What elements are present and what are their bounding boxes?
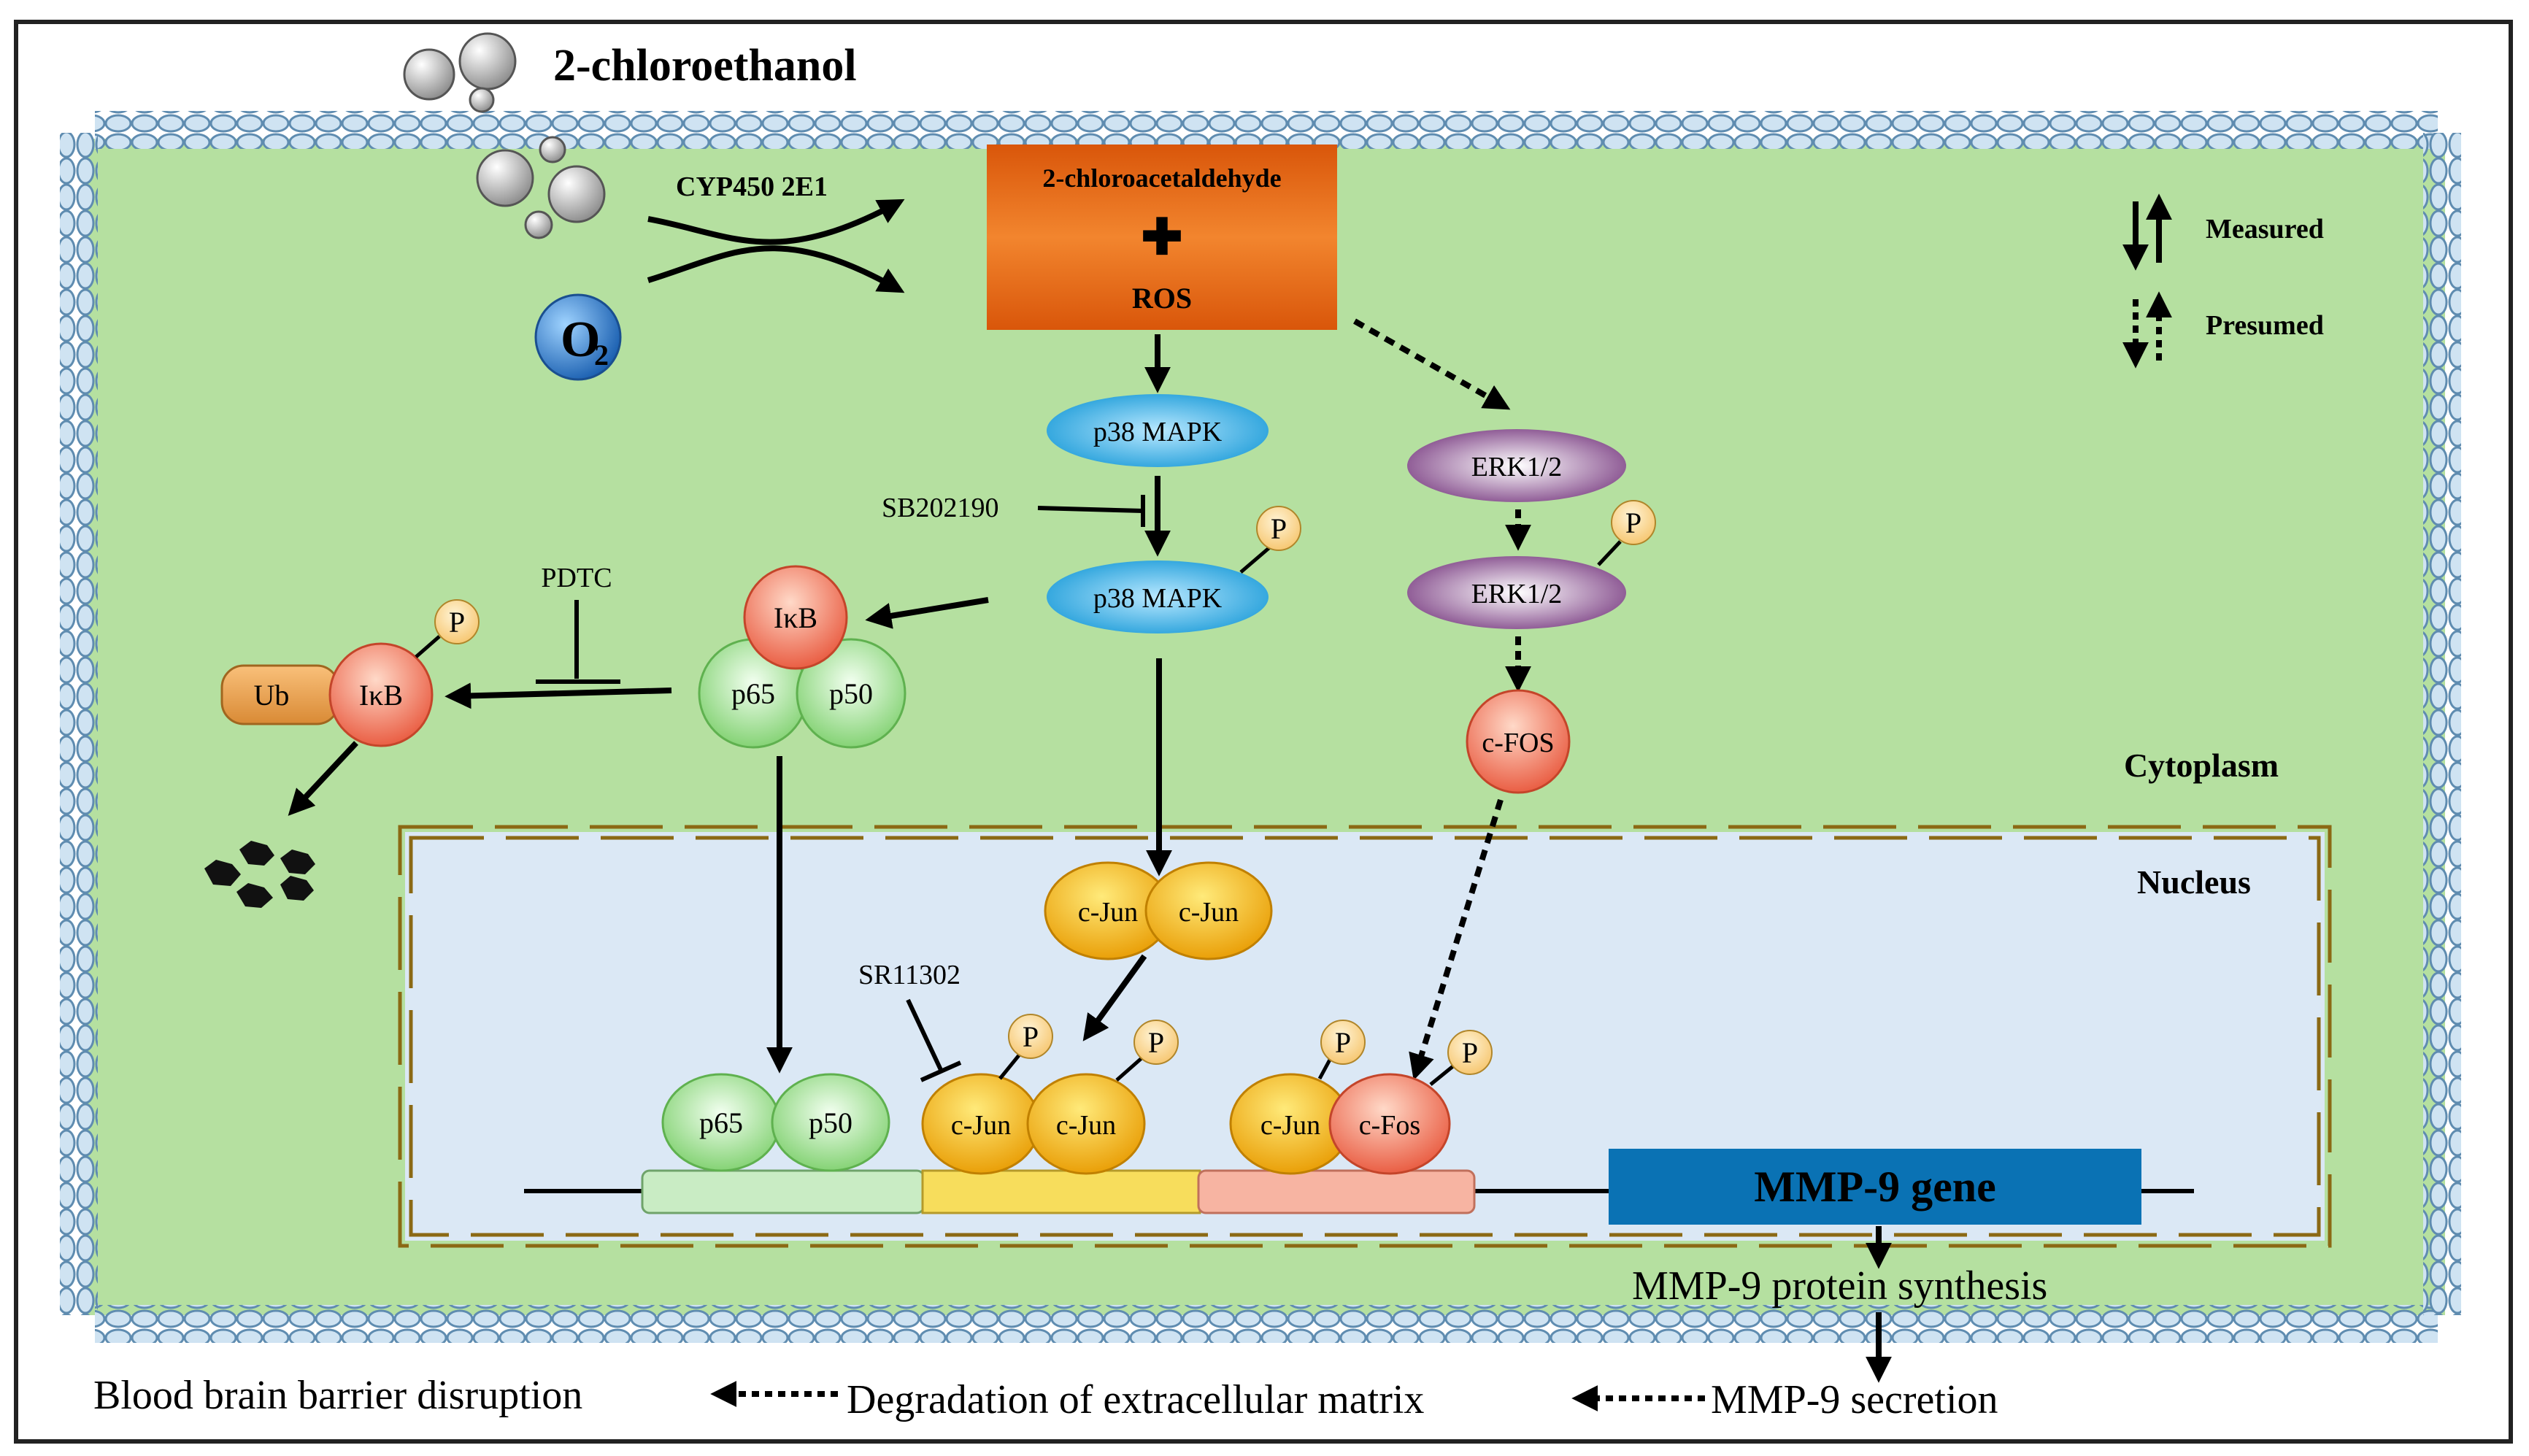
cfos-cyto-label: c-FOS bbox=[1482, 728, 1554, 758]
erk-phosphate-label: P bbox=[1625, 506, 1641, 539]
p65-nuc-label: p65 bbox=[699, 1106, 743, 1139]
p38-mapk-phospho-label: p38 MAPK bbox=[1093, 583, 1223, 614]
sb202190-inhibition bbox=[1037, 506, 1144, 513]
p50-cyto-label: p50 bbox=[829, 677, 873, 710]
cytoplasm-label: Cytoplasm bbox=[2124, 747, 2279, 784]
arrow-to-ikb-ub bbox=[444, 682, 672, 709]
cfos-nuc-label: c-Fos bbox=[1359, 1110, 1420, 1141]
ikb-complex-label: IκB bbox=[774, 601, 817, 634]
erk-label: ERK1/2 bbox=[1471, 452, 1563, 482]
cjun-phospho-2 bbox=[1026, 1073, 1146, 1175]
nuclear-envelope-outer bbox=[398, 825, 2332, 1248]
ubiquitin-label: Ub bbox=[254, 679, 290, 712]
cjun-phospho-2-label: c-Jun bbox=[1056, 1110, 1116, 1141]
cjun-fos-label: c-Jun bbox=[1260, 1110, 1320, 1141]
cell-membrane-left bbox=[60, 133, 98, 1315]
erk-node bbox=[1407, 429, 1626, 502]
legend-measured: Measured bbox=[2206, 214, 2324, 244]
ikb-ub-label: IκB bbox=[359, 679, 403, 712]
cjun2-phosphate-icon bbox=[1133, 1020, 1179, 1065]
ikb-ub-node bbox=[328, 642, 434, 747]
arrow-cjun-phosphorylation bbox=[1082, 954, 1147, 1041]
arrow-cfos-to-nucleus bbox=[1409, 798, 1504, 1081]
ros-box bbox=[987, 145, 1337, 330]
cfos-phospho-link bbox=[1429, 1064, 1455, 1086]
erk-phospho-node bbox=[1407, 556, 1626, 629]
cjun1-phosphate-label: P bbox=[1023, 1020, 1039, 1053]
cjun2-phosphate-label: P bbox=[1148, 1026, 1164, 1059]
sr11302-inhibition bbox=[906, 998, 944, 1073]
cfos-phosphate-icon bbox=[1447, 1030, 1493, 1075]
cjun1-phospho-link bbox=[998, 1054, 1020, 1080]
erk-phospho-link bbox=[1597, 540, 1622, 566]
bbb-label: Blood brain barrier disruption bbox=[93, 1373, 582, 1418]
cjun-dimer-2 bbox=[1144, 861, 1273, 960]
ikb-phosphate-label: P bbox=[449, 606, 465, 639]
p38-mapk-phospho-node bbox=[1047, 561, 1269, 633]
sb202190-label: SB202190 bbox=[882, 493, 998, 523]
nfkb-binding-site bbox=[641, 1169, 925, 1214]
cjun3-phosphate-label: P bbox=[1335, 1026, 1351, 1059]
cell-membrane-right bbox=[2423, 133, 2461, 1315]
nucleus-label: Nucleus bbox=[2137, 863, 2251, 901]
aldehyde-label: 2-chloroacetaldehyde bbox=[1042, 163, 1281, 193]
p38-phosphate-label: P bbox=[1271, 512, 1287, 545]
sr11302-label: SR11302 bbox=[858, 960, 961, 990]
sr11302-bar bbox=[920, 1060, 962, 1082]
arrow-ikb-degradation bbox=[288, 741, 358, 816]
cjun3-phospho-link bbox=[1317, 1058, 1332, 1080]
cyp450-arrow-2 bbox=[647, 245, 905, 293]
cjun-dimer-2-label: c-Jun bbox=[1179, 897, 1239, 928]
ros-label: ROS bbox=[1132, 282, 1192, 315]
chloroethanol-molecules-cell bbox=[476, 136, 606, 239]
chloroethanol-molecules bbox=[403, 32, 517, 113]
cfos-phosphate-label: P bbox=[1462, 1036, 1478, 1069]
enzyme-label: CYP450 2E1 bbox=[676, 172, 828, 202]
degraded-fragments-icon bbox=[204, 841, 315, 908]
ikb-complex-node bbox=[743, 565, 848, 670]
p65-cyto-label: p65 bbox=[731, 677, 775, 710]
svg-text:2: 2 bbox=[594, 339, 609, 371]
erk-phosphate-icon bbox=[1611, 500, 1656, 545]
cjun1-phosphate-icon bbox=[1008, 1014, 1053, 1059]
legend-presumed: Presumed bbox=[2206, 310, 2324, 341]
p38-phosphate-icon bbox=[1256, 506, 1301, 551]
p50-cyto-node bbox=[796, 638, 906, 749]
mmp9-gene-label: MMP-9 gene bbox=[1754, 1163, 1996, 1211]
pdtc-label: PDTC bbox=[541, 563, 612, 593]
ap1-binding-site-1 bbox=[921, 1169, 1201, 1214]
cfos-cyto-node bbox=[1466, 689, 1571, 794]
svg-text:O: O bbox=[561, 312, 600, 368]
cell-membrane-top bbox=[95, 111, 2438, 149]
mmp9-gene-box bbox=[1609, 1149, 2141, 1225]
cfos-nuc-node bbox=[1328, 1073, 1451, 1175]
arrow-p38-to-ikb bbox=[865, 597, 989, 629]
compound-title: 2-chloroethanol bbox=[553, 41, 857, 90]
cjun-phospho-1-label: c-Jun bbox=[951, 1110, 1011, 1141]
synthesis-label: MMP-9 protein synthesis bbox=[1632, 1263, 2047, 1309]
nuclear-envelope-inner bbox=[409, 836, 2321, 1237]
p50-nuc-label: p50 bbox=[809, 1106, 852, 1139]
degradation-label: Degradation of extracellular matrix bbox=[847, 1377, 1424, 1422]
cell-membrane-bottom bbox=[95, 1305, 2438, 1343]
cjun3-phosphate-icon bbox=[1320, 1020, 1366, 1065]
arrow-ros-to-erk bbox=[1353, 318, 1511, 410]
oxygen-molecule: O 2 bbox=[534, 293, 622, 381]
cjun-dimer-1-label: c-Jun bbox=[1078, 897, 1138, 928]
cyp450-arrow-1 bbox=[647, 199, 905, 245]
p50-nuc-node bbox=[771, 1073, 890, 1172]
secretion-label: MMP-9 secretion bbox=[1711, 1377, 1998, 1422]
erk-phospho-label: ERK1/2 bbox=[1471, 579, 1563, 609]
cjun2-phospho-link bbox=[1115, 1057, 1143, 1082]
legend: Measured Presumed bbox=[2122, 193, 2324, 369]
ikb-phospho-link bbox=[415, 635, 441, 658]
ap1-binding-site-2 bbox=[1197, 1169, 1476, 1214]
p38-mapk-label: p38 MAPK bbox=[1093, 417, 1223, 447]
plus-icon: ✚ bbox=[1142, 209, 1183, 265]
p38-mapk-node bbox=[1047, 394, 1269, 467]
p38-phospho-link bbox=[1239, 544, 1273, 574]
ikb-phosphate-icon bbox=[434, 599, 480, 644]
